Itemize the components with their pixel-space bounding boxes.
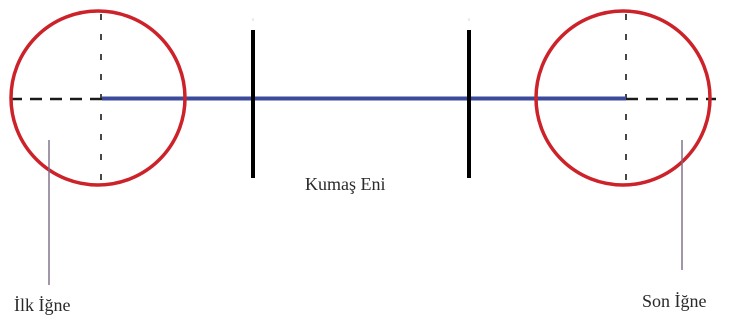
first-needle-label: İlk İğne [14, 295, 71, 315]
first-needle-circle [9, 9, 187, 187]
fabric-width-label: Kumaş Eni [305, 174, 386, 194]
last-needle-label: Son İğne [642, 291, 707, 311]
last-needle-circle [534, 9, 712, 187]
